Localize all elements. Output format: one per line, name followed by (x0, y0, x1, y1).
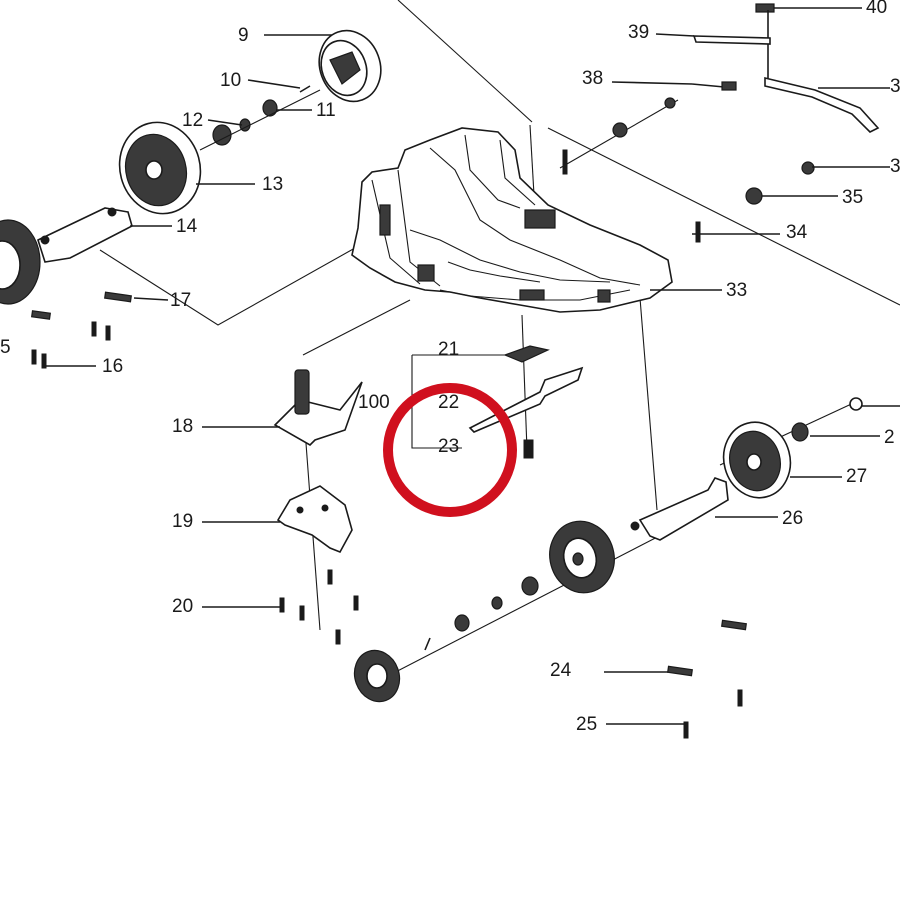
label-14: 14 (176, 216, 198, 237)
label-40: 40 (866, 0, 887, 18)
label-26: 26 (782, 508, 803, 529)
label-13: 13 (262, 174, 283, 195)
label-17: 17 (170, 290, 191, 311)
label-24: 24 (550, 660, 572, 681)
label-19: 19 (172, 511, 193, 532)
label-16: 16 (102, 356, 123, 377)
label-23: 23 (438, 436, 459, 457)
rear-left-wheel-assembly (37, 29, 382, 263)
label-22: 22 (438, 392, 459, 413)
label-10: 10 (220, 70, 241, 91)
label-100: 100 (358, 392, 390, 413)
front-right-wheel-assembly (353, 397, 863, 739)
label-27: 27 (846, 466, 867, 487)
label-39: 39 (628, 22, 649, 43)
label-38: 38 (582, 68, 603, 89)
mower-deck-housing (351, 127, 673, 313)
label-34: 34 (786, 222, 808, 243)
label-21: 21 (438, 339, 459, 360)
handle-assembly (562, 3, 880, 243)
discharge-bracket-assembly (273, 369, 363, 645)
label-12: 12 (182, 110, 203, 131)
label-2: 2 (884, 427, 895, 448)
highlight-circle (383, 383, 517, 517)
label-9: 9 (238, 25, 249, 46)
assembly-guide-lines (99, 0, 900, 681)
label-33: 33 (726, 280, 747, 301)
callout-leaders (42, 33, 900, 725)
label-5: 5 (0, 337, 11, 358)
label-20: 20 (172, 596, 193, 617)
label-35: 35 (842, 187, 863, 208)
label-11: 11 (316, 100, 336, 121)
label-25: 25 (576, 714, 597, 735)
label-3-lower: 3 (890, 156, 900, 177)
front-left-wheel-assembly (0, 219, 132, 369)
part-labels: 9 10 11 12 13 14 5 16 17 18 19 20 21 100… (0, 0, 900, 735)
label-18: 18 (172, 416, 193, 437)
label-3-upper: 3 (890, 76, 900, 97)
